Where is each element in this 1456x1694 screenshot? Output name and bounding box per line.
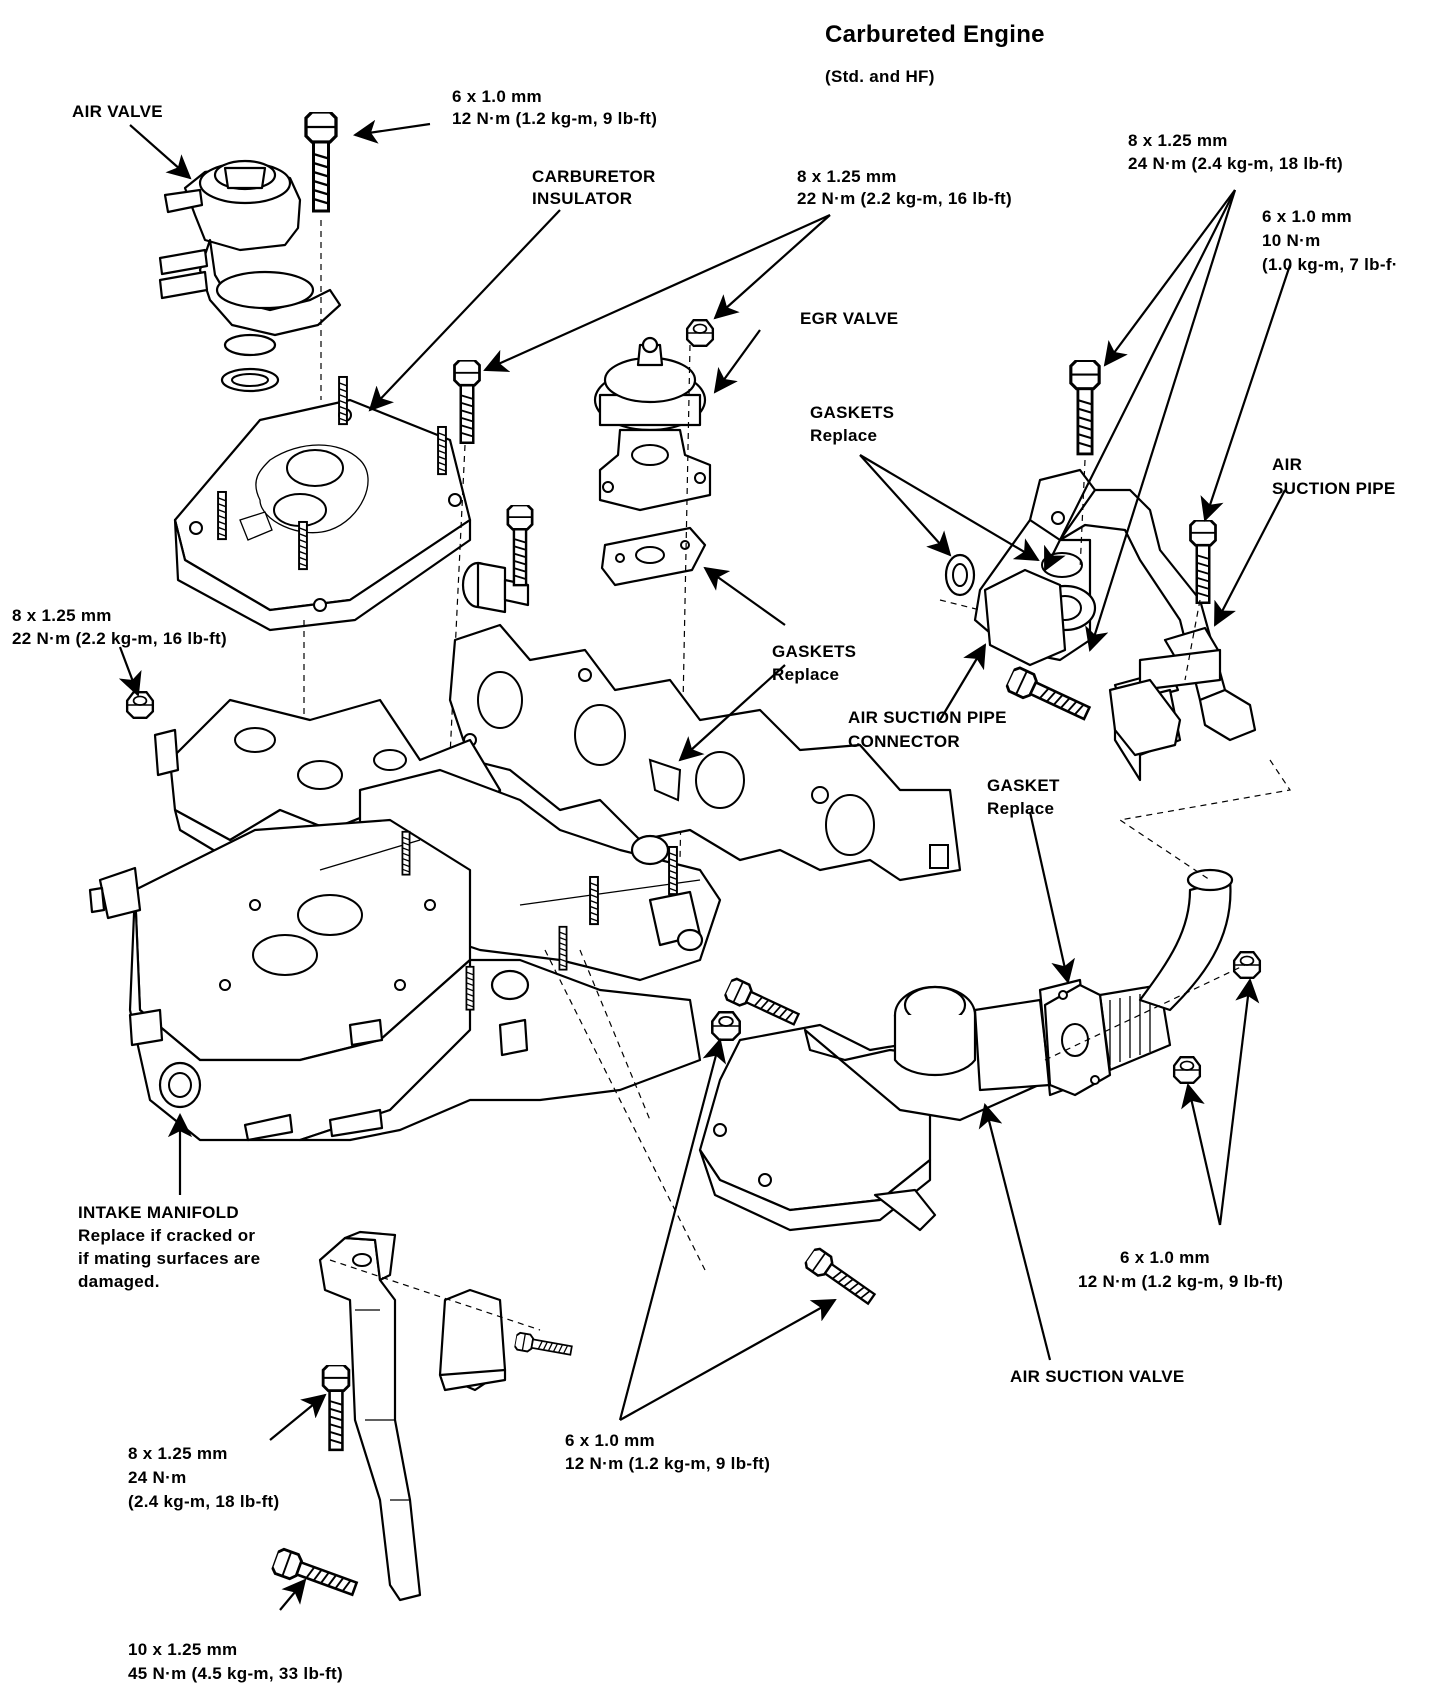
label-carburetor-insulator-1: CARBURETOR — [532, 167, 656, 186]
label-left-nut-torque: 22 N·m (2.2 kg-m, 16 lb-ft) — [12, 629, 227, 648]
label-intake-manifold: INTAKE MANIFOLD — [78, 1203, 239, 1222]
label-top-right-bolt-size: 8 x 1.25 mm — [1128, 131, 1228, 150]
label-egr-bolt-size: 8 x 1.25 mm — [797, 167, 897, 186]
air-valve — [158, 159, 342, 393]
manifold-bracket — [318, 1230, 422, 1602]
label-pipe-connector-1: AIR SUCTION PIPE — [848, 708, 1007, 727]
page-subtitle: (Std. and HF) — [825, 67, 935, 86]
label-gasket-single: GASKET — [987, 776, 1060, 795]
label-valve-bolt-size: 6 x 1.0 mm — [1120, 1248, 1210, 1267]
label-air-suction-valve: AIR SUCTION VALVE — [1010, 1367, 1185, 1386]
label-pipe-connector-2: CONNECTOR — [848, 732, 960, 751]
label-bracket-bolt-torque-2: (2.4 kg-m, 18 lb-ft) — [128, 1492, 280, 1511]
label-intake-note-3: damaged. — [78, 1272, 160, 1291]
page-title: Carbureted Engine — [825, 21, 1045, 48]
air-suction-gasket — [1043, 983, 1112, 1097]
carburetor-insulator — [173, 398, 472, 632]
label-left-nut-size: 8 x 1.25 mm — [12, 606, 112, 625]
label-bottom-mid-bolt-size: 6 x 1.0 mm — [565, 1431, 655, 1450]
air-suction-valve — [698, 868, 1234, 1232]
pipe-gasket — [944, 553, 976, 597]
label-carburetor-insulator-2: INSULATOR — [532, 189, 633, 208]
label-gasket-single-note: Replace — [987, 799, 1055, 818]
label-intake-note-2: if mating surfaces are — [78, 1249, 261, 1268]
label-gaskets-upper-note: Replace — [810, 426, 878, 445]
label-gaskets-mid: GASKETS — [772, 642, 857, 661]
label-air-suction-pipe-1: AIR — [1272, 455, 1303, 474]
label-air-suction-pipe-2: SUCTION PIPE — [1272, 479, 1396, 498]
label-pipe-bolt-torque-2: (1.0 kg-m, 7 lb-f· — [1262, 255, 1398, 274]
label-air-valve: AIR VALVE — [72, 102, 163, 121]
bolt-icon — [304, 112, 338, 213]
egr-valve — [593, 336, 712, 512]
label-bottom-bolt-torque: 45 N·m (4.5 kg-m, 33 lb-ft) — [128, 1664, 343, 1683]
label-bottom-mid-bolt-torque: 12 N·m (1.2 kg-m, 9 lb-ft) — [565, 1454, 771, 1473]
label-gaskets-mid-note: Replace — [772, 665, 840, 684]
label-pipe-bolt-size: 6 x 1.0 mm — [1262, 207, 1352, 226]
intake-manifold — [88, 698, 722, 1142]
bracket-clip — [438, 1288, 507, 1392]
air-suction-pipe-connector — [983, 568, 1067, 667]
label-egr-valve: EGR VALVE — [800, 309, 899, 328]
label-valve-bolt-torque: 12 N·m (1.2 kg-m, 9 lb-ft) — [1078, 1272, 1284, 1291]
label-top-right-bolt-torque: 24 N·m (2.4 kg-m, 18 lb-ft) — [1128, 154, 1343, 173]
label-egr-bolt-torque: 22 N·m (2.2 kg-m, 16 lb-ft) — [797, 189, 1012, 208]
label-bracket-bolt-size: 8 x 1.25 mm — [128, 1444, 228, 1463]
egr-gasket — [600, 526, 707, 587]
label-pipe-bolt-torque-1: 10 N·m — [1262, 231, 1321, 250]
label-air-valve-bolt-torque: 12 N·m (1.2 kg-m, 9 lb-ft) — [452, 109, 658, 128]
intake-gasket — [448, 623, 962, 882]
label-intake-note-1: Replace if cracked or — [78, 1226, 256, 1245]
label-bottom-bolt-size: 10 x 1.25 mm — [128, 1640, 238, 1659]
label-air-valve-bolt-size: 6 x 1.0 mm — [452, 87, 542, 106]
label-bracket-bolt-torque-1: 24 N·m — [128, 1468, 187, 1487]
label-gaskets-upper: GASKETS — [810, 403, 895, 422]
leader-lines — [118, 119, 1292, 1611]
